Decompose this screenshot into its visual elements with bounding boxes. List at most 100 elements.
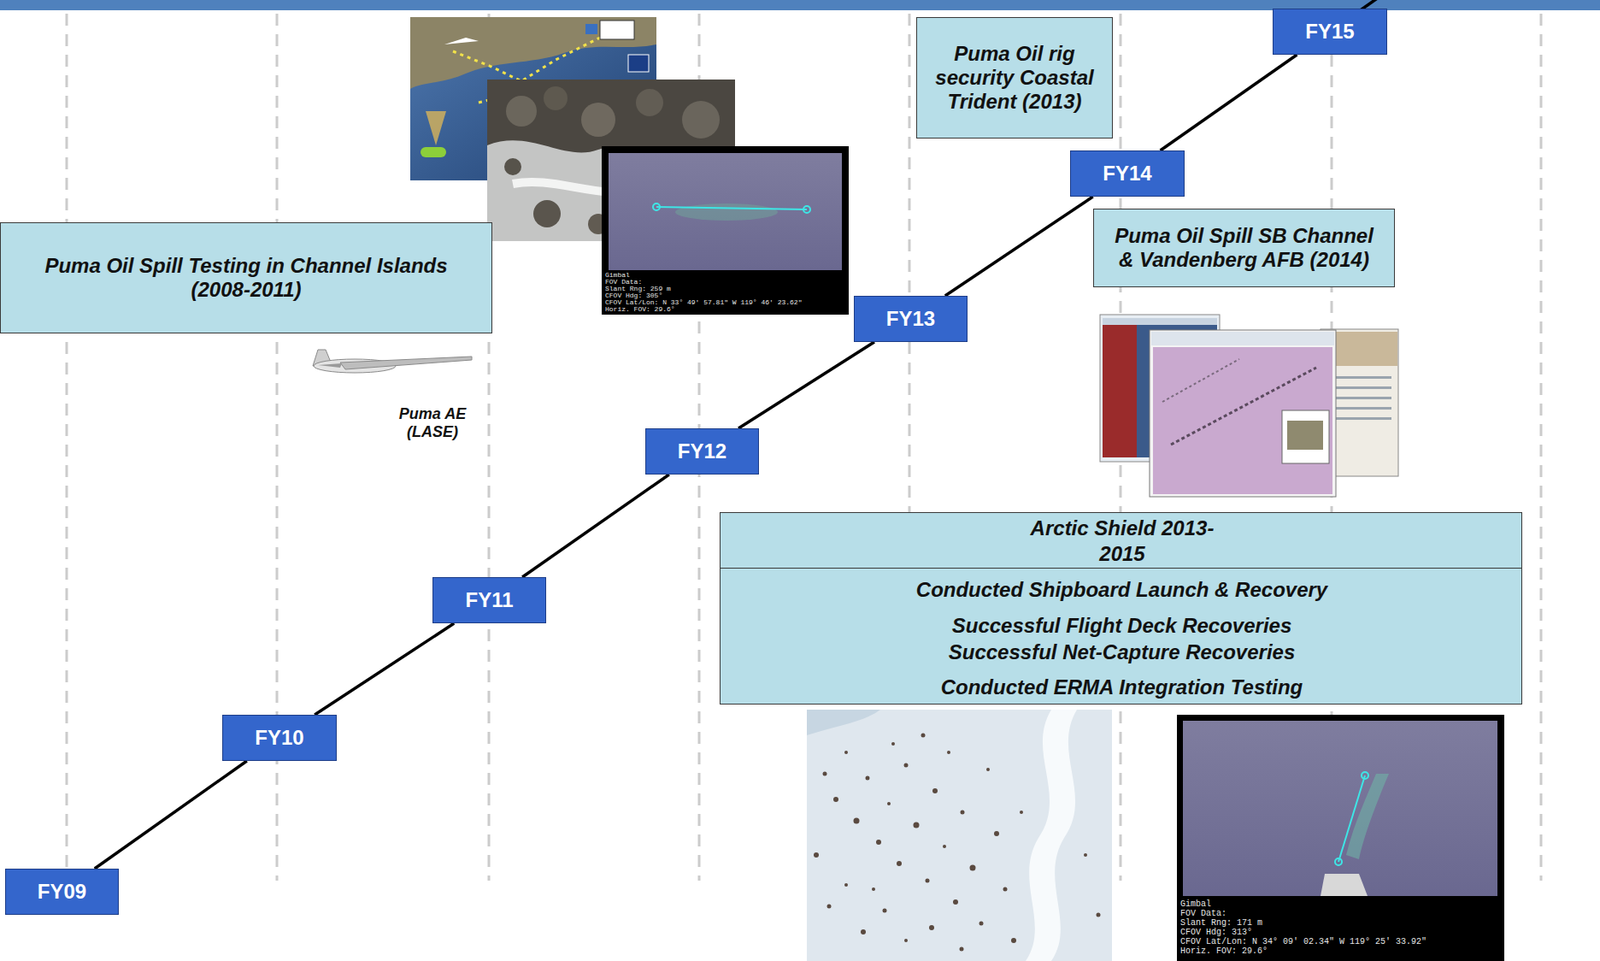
map-screenshot <box>420 147 447 158</box>
timeline-line <box>94 760 248 869</box>
coast-photo <box>504 158 522 176</box>
project-box: Puma Oil Spill SB Channel & Vandenberg A… <box>1093 208 1395 288</box>
sensor-screenshot <box>1320 873 1368 896</box>
drone-image <box>312 349 472 373</box>
map-screenshot <box>452 32 629 82</box>
ice-photo <box>823 771 828 777</box>
program-item: Conducted ERMA Integration Testing <box>729 675 1515 700</box>
erma-screenshot <box>1152 347 1333 495</box>
ice-photo <box>806 709 1112 961</box>
timeline-line <box>945 196 1094 296</box>
ice-photo <box>891 741 895 746</box>
ice-photo <box>1025 709 1077 961</box>
year-box: FY11 <box>432 576 547 624</box>
erma-screenshot <box>1151 331 1335 346</box>
ice-photo <box>806 709 1112 961</box>
ice-photo <box>994 830 1000 836</box>
ice-photo <box>947 750 951 754</box>
ice-photo <box>970 864 977 871</box>
sensor-screenshot <box>608 152 842 271</box>
coast-photo <box>543 86 568 111</box>
ice-photo <box>882 908 888 913</box>
coast-photo <box>505 95 537 127</box>
ice-photo <box>921 733 926 738</box>
year-box: FY10 <box>222 714 337 761</box>
sensor-screenshot <box>1182 720 1498 896</box>
ice-photo <box>904 938 908 942</box>
ice-photo <box>959 947 965 952</box>
sensor-readout: Slant Rng: 259 m <box>605 285 671 293</box>
sensor-screenshot <box>601 146 849 315</box>
year-label: FY10 <box>254 725 304 750</box>
drone-image <box>340 356 472 370</box>
sensor-readout: Gimbal <box>1180 899 1212 909</box>
coast-photo <box>533 200 561 228</box>
ice-photo <box>925 878 930 883</box>
ice-photo <box>960 810 965 815</box>
year-box: FY15 <box>1272 8 1388 55</box>
ice-photo <box>844 750 848 754</box>
ice-photo <box>942 844 947 848</box>
sensor-readout: Horiz. FOV: 29.6° <box>605 305 676 313</box>
erma-screenshot <box>1102 317 1218 325</box>
sensor-screenshot <box>1176 714 1505 961</box>
program-title: Arctic Shield 2013-2015 <box>1019 515 1225 567</box>
sensor-readout: Horiz. FOV: 29.6° <box>1180 946 1268 956</box>
aircraft-label: Puma AE (LASE) <box>389 405 476 442</box>
sensor-screenshot <box>1338 775 1365 862</box>
ice-photo <box>813 733 1101 952</box>
erma-screenshot <box>1149 329 1336 497</box>
year-label: FY11 <box>464 588 513 612</box>
divider-line <box>720 567 1522 569</box>
year-label: FY12 <box>677 439 727 464</box>
sensor-readout: CFOV Hdg: 313° <box>1180 927 1253 937</box>
sensor-screenshot <box>1361 771 1369 779</box>
ice-photo <box>1011 937 1017 943</box>
sensor-readout: Slant Rng: 171 m <box>1180 917 1263 928</box>
sensor-screenshot <box>1176 714 1505 961</box>
year-box: FY12 <box>645 428 759 475</box>
year-label: FY09 <box>37 879 87 904</box>
ice-photo <box>806 709 881 736</box>
year-box: FY09 <box>5 868 119 915</box>
project-title: Puma Oil rig security Coastal Trident (2… <box>929 41 1100 114</box>
map-screenshot <box>628 54 649 72</box>
sensor-screenshot <box>601 146 849 315</box>
year-label: FY15 <box>1305 19 1354 44</box>
project-box: Puma Oil rig security Coastal Trident (2… <box>916 17 1113 139</box>
ice-photo <box>929 924 935 930</box>
year-label: FY13 <box>886 306 936 331</box>
ice-photo <box>896 860 902 866</box>
sensor-readout: CFOV Lat/Lon: N 33° 49' 57.81" W 119° 46… <box>605 299 802 306</box>
coast-photo <box>682 100 720 139</box>
ice-photo <box>913 822 920 829</box>
ice-photo <box>876 839 882 845</box>
ice-photo <box>813 852 819 858</box>
ice-photo <box>853 817 860 824</box>
ice-photo <box>887 801 891 806</box>
ice-photo <box>1019 810 1024 814</box>
erma-screenshot <box>1287 420 1324 450</box>
project-title: Puma Oil Spill SB Channel & Vandenberg A… <box>1108 223 1381 272</box>
sensor-screenshot <box>803 205 811 213</box>
drone-image <box>317 363 342 368</box>
ice-photo <box>1003 887 1008 892</box>
project-box: Puma Oil Spill Testing in Channel Island… <box>0 222 493 334</box>
erma-screenshot <box>1162 358 1240 402</box>
sensor-screenshot <box>675 203 778 221</box>
program-item: Successful Flight Deck Recoveries <box>729 613 1515 638</box>
sensor-readout: FOV Data: <box>605 278 642 286</box>
ice-photo <box>979 921 984 926</box>
sensor-readout: Gimbal <box>605 271 630 279</box>
ice-photo <box>1083 852 1088 857</box>
ice-photo <box>844 882 848 887</box>
ice-photo <box>1096 912 1101 918</box>
map-screenshot <box>585 23 598 35</box>
ice-photo <box>871 887 876 891</box>
ice-photo <box>932 788 938 794</box>
sensor-screenshot <box>656 206 807 210</box>
sensor-readout: CFOV Hdg: 305° <box>605 292 663 300</box>
erma-screenshot <box>1102 324 1137 458</box>
